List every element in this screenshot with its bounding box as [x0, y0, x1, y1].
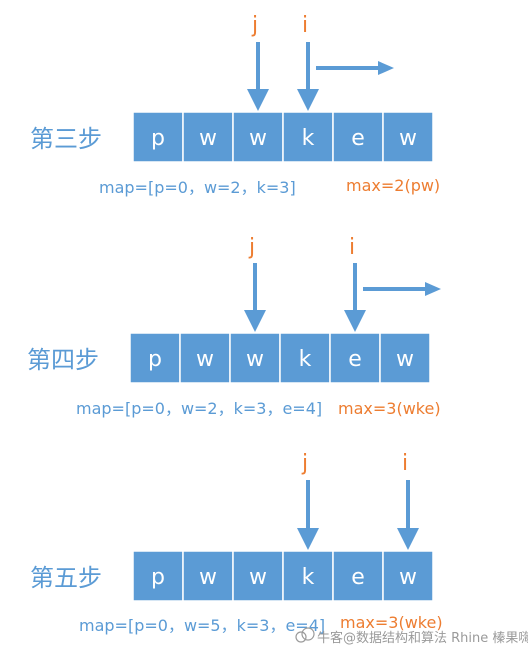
- array-cell: [182, 550, 234, 602]
- pointer-arrow-head: [297, 528, 319, 550]
- pointer-label-i: i: [349, 235, 355, 260]
- array-cell-char: e: [351, 126, 365, 151]
- pointer-arrow-head: [344, 310, 366, 332]
- pointer-label-j: j: [251, 13, 258, 38]
- array-cell-char: w: [199, 126, 217, 151]
- cloud-icon: [295, 627, 315, 643]
- array-cell: [332, 111, 384, 163]
- array-cell: [179, 332, 231, 384]
- step-row: 第四步 p w w k e w j i map=[p=0，w=2，k=3，e=4] max=3(wk…: [27, 235, 441, 418]
- array-cell-char: w: [199, 565, 217, 590]
- watermark: 牛客@数据结构和算法 Rhine 榛果嗨: [295, 627, 528, 646]
- map-state: map=[p=0，w=2，k=3]: [99, 178, 296, 197]
- array-cell-char: k: [302, 126, 315, 151]
- move-right-arrow-head: [425, 282, 441, 296]
- pointer-arrow-head: [397, 528, 419, 550]
- array-cell: [182, 111, 234, 163]
- pointer-label-j: j: [301, 451, 308, 476]
- array-cell-char: w: [196, 347, 214, 372]
- array-cell-char: w: [249, 126, 267, 151]
- array-cell: [332, 550, 384, 602]
- array-cell: [132, 111, 184, 163]
- array-cell-char: w: [399, 565, 417, 590]
- array-cell-char: w: [249, 565, 267, 590]
- array-cell: [382, 111, 434, 163]
- array-cell: [232, 111, 284, 163]
- move-right-arrow-head: [378, 61, 394, 75]
- array-cell-char: e: [351, 565, 365, 590]
- array-cell-char: e: [348, 347, 362, 372]
- max-state: max=2(pw): [346, 176, 440, 195]
- pointer-arrow-head: [244, 310, 266, 332]
- step-row: 第三步 p w w k e w j i map=[p=0，w=2，k=3] max=2(pw): [30, 13, 440, 197]
- array-cell: [132, 550, 184, 602]
- array-cell: [279, 332, 331, 384]
- array-cell-char: w: [396, 347, 414, 372]
- pointer-arrow-head: [247, 89, 269, 111]
- array-cell-char: p: [148, 347, 162, 372]
- array-cell: [382, 550, 434, 602]
- step-label: 第五步: [30, 564, 102, 592]
- array-cell-char: k: [302, 565, 315, 590]
- step-label: 第四步: [27, 346, 99, 374]
- pointer-label-i: i: [302, 13, 308, 38]
- map-state: map=[p=0，w=2，k=3，e=4]: [76, 399, 322, 418]
- step-label: 第三步: [30, 125, 102, 153]
- map-state: map=[p=0，w=5，k=3，e=4]: [79, 616, 325, 635]
- pointer-label-i: i: [402, 451, 408, 476]
- step-row: 第五步 p w w k e w j i map=[p=0，w=5，k=3，e=4] max=3(wk…: [30, 451, 443, 635]
- array-cell-char: p: [151, 565, 165, 590]
- array-cell-char: k: [299, 347, 312, 372]
- array-cell: [329, 332, 381, 384]
- pointer-arrow-head: [297, 89, 319, 111]
- watermark-text: 牛客@数据结构和算法 Rhine 榛果嗨: [317, 630, 528, 646]
- array-cell-char: w: [399, 126, 417, 151]
- array-cell-char: p: [151, 126, 165, 151]
- pointer-label-j: j: [248, 235, 255, 260]
- array-cell: [379, 332, 431, 384]
- steps-layer: 第三步 p w w k e w j i map=[p=0，w=2，k=3] max=2(pw) 第四步…: [27, 13, 443, 635]
- array-cell: [229, 332, 281, 384]
- max-state: max=3(wke): [340, 613, 443, 632]
- max-state: max=3(wke): [338, 399, 441, 418]
- array-cell-char: w: [246, 347, 264, 372]
